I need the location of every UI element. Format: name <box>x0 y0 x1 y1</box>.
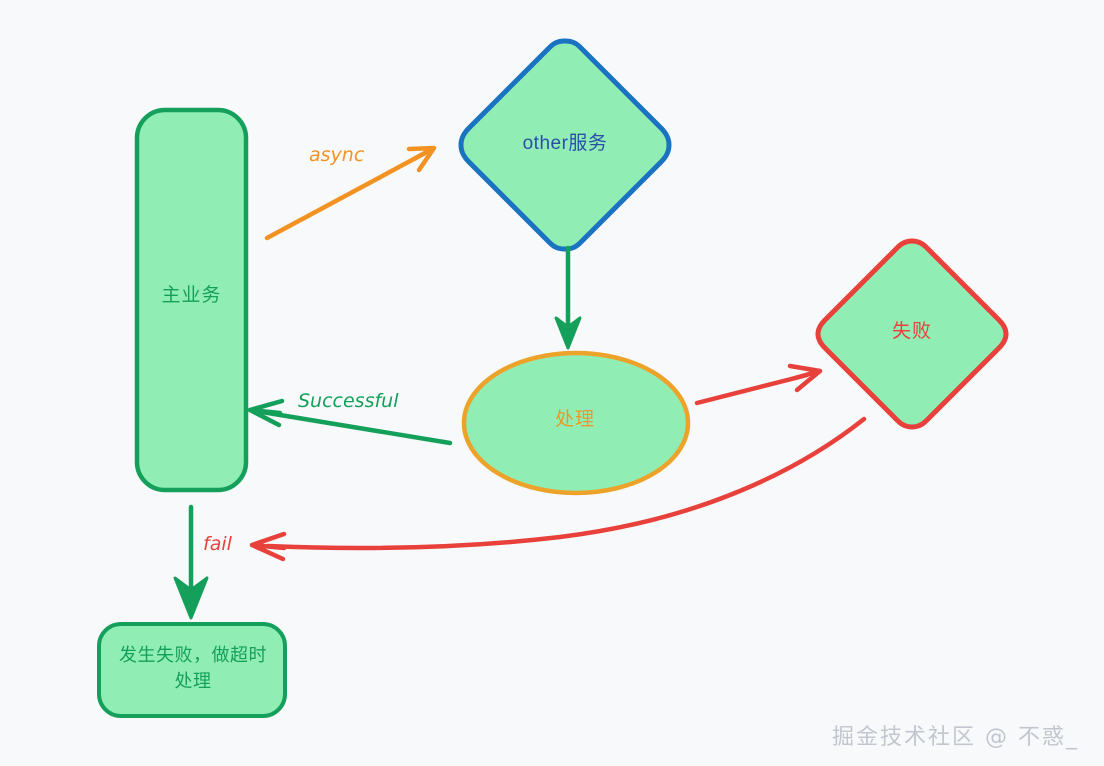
node-timeout-handling[interactable] <box>97 622 287 718</box>
watermark: 掘金技术社区 @ 不惑_ <box>832 725 1079 750</box>
edge-fail <box>173 504 209 620</box>
node-main-business[interactable] <box>134 107 249 493</box>
node-process[interactable] <box>461 350 691 496</box>
node-failure[interactable] <box>815 238 1009 430</box>
edge-failure-to-fail <box>249 416 867 562</box>
node-other-service[interactable] <box>458 38 672 252</box>
edge-other-to-process <box>554 245 582 350</box>
edge-process-to-failure <box>694 363 823 406</box>
edge-async <box>264 145 437 241</box>
edge-successful <box>247 398 453 446</box>
